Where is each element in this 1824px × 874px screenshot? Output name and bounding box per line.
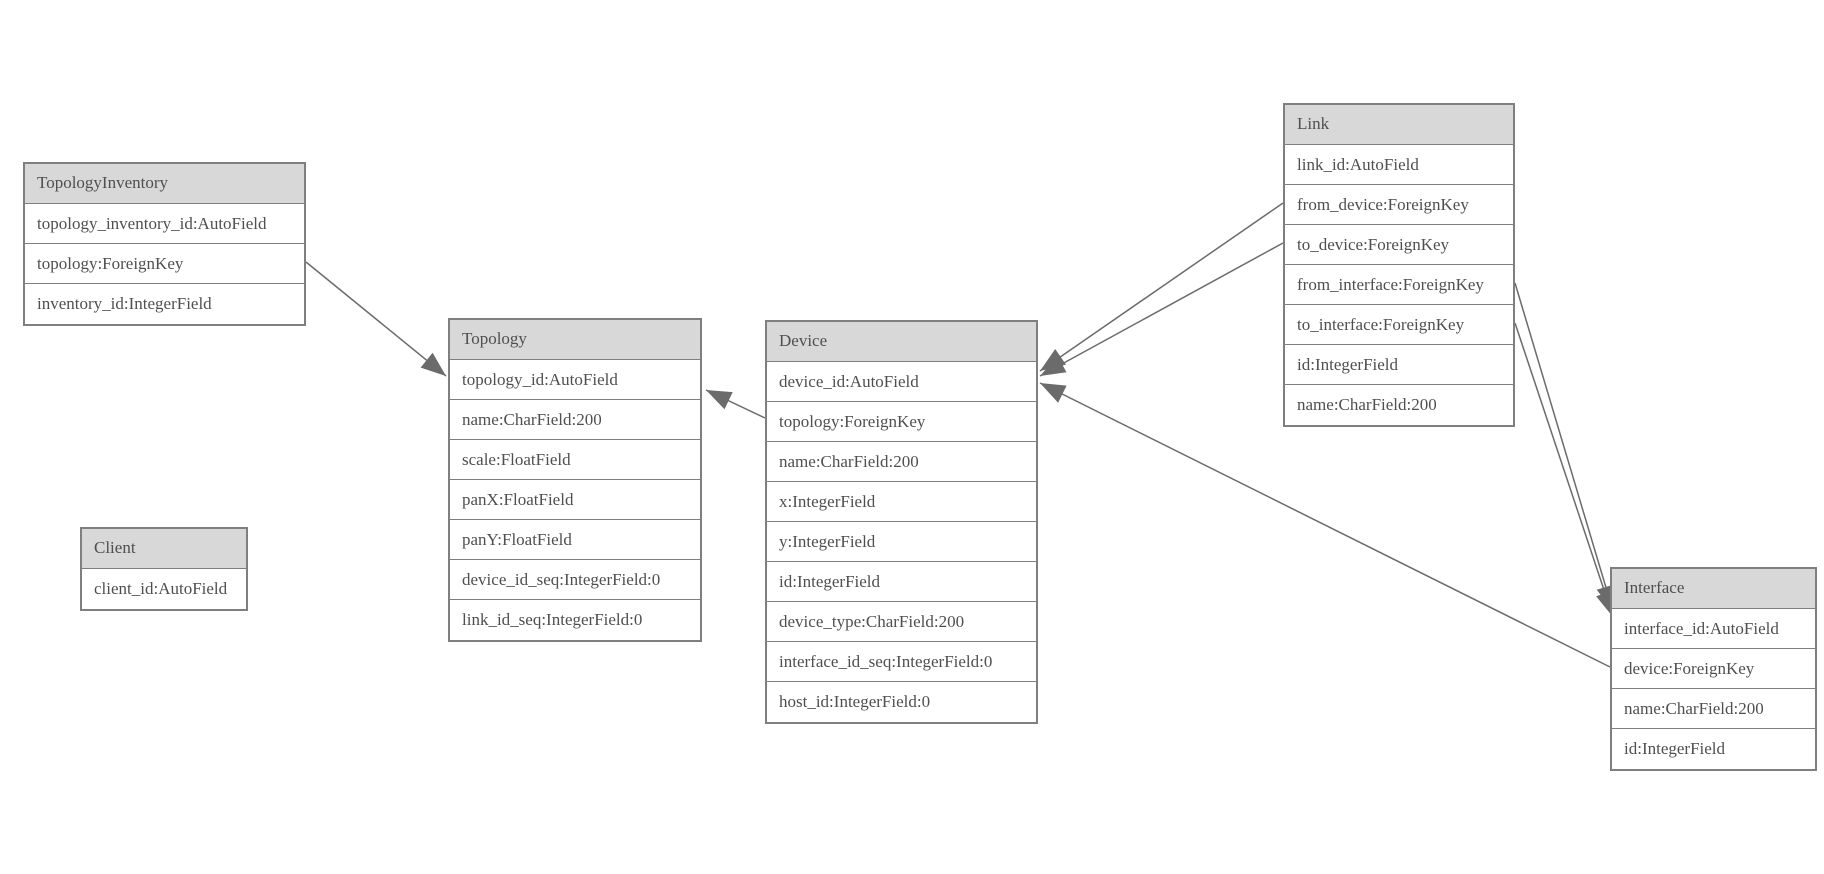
relationship-arrowhead-interface-device <box>1040 383 1067 403</box>
field-row-device-4: y:IntegerField <box>767 522 1036 562</box>
relationship-line-topologyinventory-topology <box>305 261 447 377</box>
relationship-arrowhead-link-from-device <box>1040 349 1066 371</box>
field-row-topology-inventory-1: topology:ForeignKey <box>25 244 304 284</box>
relationship-line-link-from-interface <box>1514 282 1614 612</box>
entity-title-interface: Interface <box>1612 569 1815 609</box>
entity-title-topology-inventory: TopologyInventory <box>25 164 304 204</box>
field-row-topology-5: device_id_seq:IntegerField:0 <box>450 560 700 600</box>
field-row-client-0: client_id:AutoField <box>94 579 228 598</box>
field-row-interface-3: id:IntegerField <box>1624 739 1726 758</box>
relationship-line-link-to-device <box>1039 242 1284 377</box>
field-row-interface-0: interface_id:AutoField <box>1612 609 1815 649</box>
entity-client[interactable]: Client client_id:AutoField <box>80 527 248 611</box>
relationship-arrowhead-link-to-device <box>1040 355 1067 376</box>
field-row-device-8: host_id:IntegerField:0 <box>779 692 931 711</box>
field-row-link-5: id:IntegerField <box>1285 345 1513 385</box>
field-row-device-3: x:IntegerField <box>767 482 1036 522</box>
entity-topology-inventory[interactable]: TopologyInventory topology_inventory_id:… <box>23 162 306 326</box>
field-row-topology-inventory-0: topology_inventory_id:AutoField <box>25 204 304 244</box>
field-row-interface-2: name:CharField:200 <box>1612 689 1815 729</box>
relationship-arrowhead-device-topology <box>706 390 733 410</box>
entity-title-device: Device <box>767 322 1036 362</box>
field-row-topology-6: link_id_seq:IntegerField:0 <box>462 610 643 629</box>
relationship-line-link-to-interface <box>1514 322 1614 618</box>
field-row-interface-1: device:ForeignKey <box>1612 649 1815 689</box>
field-row-device-7: interface_id_seq:IntegerField:0 <box>767 642 1036 682</box>
relationship-arrowhead-topologyinventory-topology <box>420 352 446 376</box>
field-row-device-2: name:CharField:200 <box>767 442 1036 482</box>
relationship-line-device-topology <box>705 389 766 419</box>
field-row-device-1: topology:ForeignKey <box>767 402 1036 442</box>
field-row-topology-1: name:CharField:200 <box>450 400 700 440</box>
field-row-topology-inventory-2: inventory_id:IntegerField <box>37 294 212 313</box>
field-row-topology-0: topology_id:AutoField <box>450 360 700 400</box>
entity-title-client: Client <box>82 529 246 569</box>
field-row-link-0: link_id:AutoField <box>1285 145 1513 185</box>
field-row-link-1: from_device:ForeignKey <box>1285 185 1513 225</box>
field-row-link-3: from_interface:ForeignKey <box>1285 265 1513 305</box>
field-row-link-4: to_interface:ForeignKey <box>1285 305 1513 345</box>
field-row-device-5: id:IntegerField <box>767 562 1036 602</box>
field-row-topology-3: panX:FloatField <box>450 480 700 520</box>
field-row-topology-4: panY:FloatField <box>450 520 700 560</box>
entity-title-link: Link <box>1285 105 1513 145</box>
field-row-link-6: name:CharField:200 <box>1297 395 1437 414</box>
entity-title-topology: Topology <box>450 320 700 360</box>
field-row-device-6: device_type:CharField:200 <box>767 602 1036 642</box>
field-row-device-0: device_id:AutoField <box>767 362 1036 402</box>
relationship-line-link-from-device <box>1039 202 1284 372</box>
field-row-link-2: to_device:ForeignKey <box>1285 225 1513 265</box>
field-row-topology-2: scale:FloatField <box>450 440 700 480</box>
